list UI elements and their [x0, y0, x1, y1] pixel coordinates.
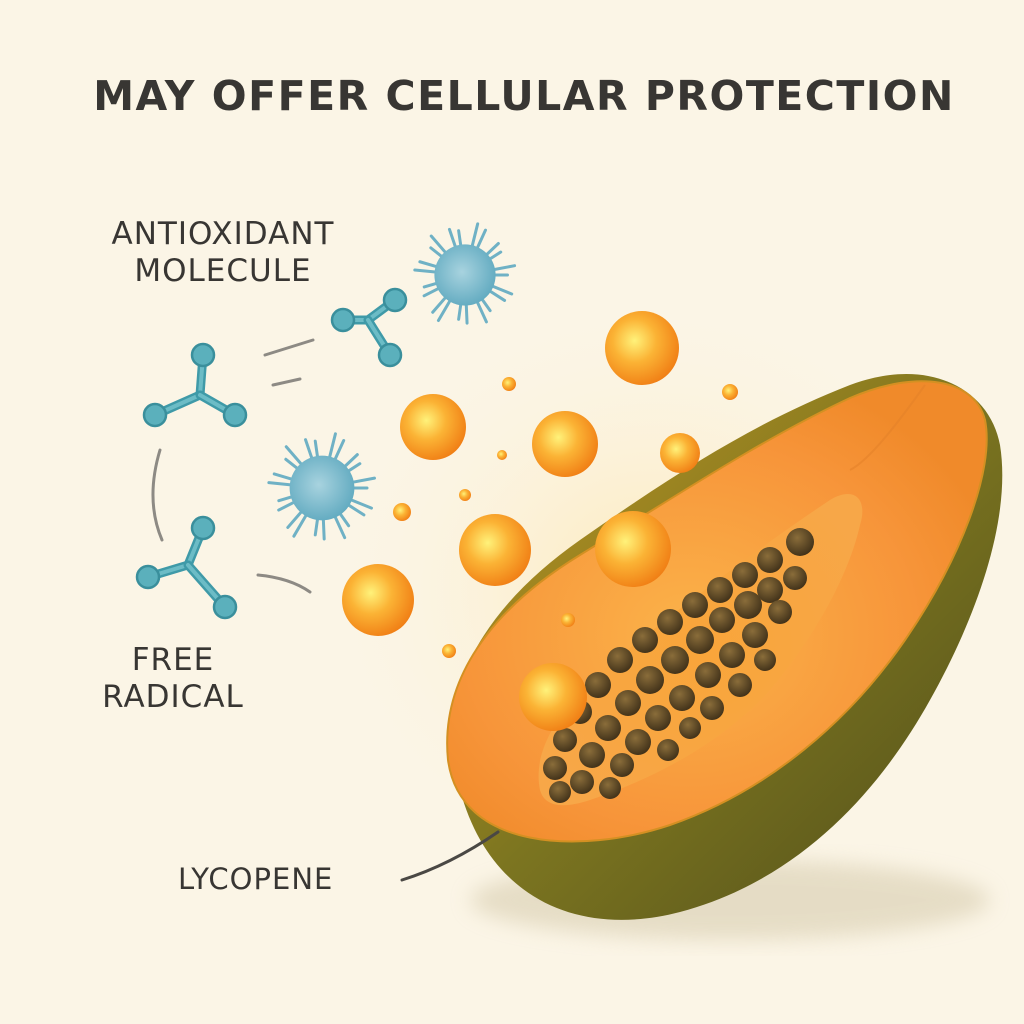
lycopene-sphere-icon [459, 514, 531, 586]
lycopene-sphere-icon [497, 450, 507, 460]
lycopene-sphere-icon [660, 433, 700, 473]
lycopene-sphere-icon [459, 489, 471, 501]
lycopene-sphere-icon [519, 663, 587, 731]
antioxidant-molecules [135, 287, 408, 620]
lycopene-sphere-icon [442, 644, 456, 658]
lycopene-sphere-icon [532, 411, 598, 477]
lycopene-sphere-icon [561, 613, 575, 627]
lycopene-sphere-icon [595, 511, 671, 587]
lycopene-sphere-icon [605, 311, 679, 385]
antioxidant-molecule-icon [135, 515, 238, 620]
antioxidant-molecule-icon [142, 342, 248, 428]
lycopene-sphere-icon [502, 377, 516, 391]
motion-lines [151, 338, 315, 594]
antioxidant-label-line2: MOLECULE [134, 253, 312, 290]
free-radical-icon [267, 432, 376, 541]
free-radical-label: FREE RADICAL [88, 642, 258, 716]
lycopene-label: LYCOPENE [178, 862, 334, 896]
lycopene-sphere-icon [342, 564, 414, 636]
antioxidant-label-line1: ANTIOXIDANT [111, 216, 335, 252]
lycopene-leader-line [400, 830, 500, 882]
page-title: MAY OFFER CELLULAR PROTECTION [93, 72, 955, 120]
lycopene-spheres [342, 311, 738, 731]
free-radical-icon [413, 222, 517, 325]
papaya-seeds [543, 528, 814, 803]
free-radical-label-line2: RADICAL [102, 679, 244, 716]
lycopene-sphere-icon [400, 394, 466, 460]
antioxidant-molecule-icon [330, 287, 408, 368]
antioxidant-molecule-label: ANTIOXIDANT MOLECULE [88, 216, 358, 290]
free-radicals [267, 222, 517, 541]
free-radical-label-line1: FREE [131, 642, 215, 678]
lycopene-sphere-icon [393, 503, 411, 521]
papaya-fruit [446, 373, 1003, 940]
lycopene-sphere-icon [722, 384, 738, 400]
